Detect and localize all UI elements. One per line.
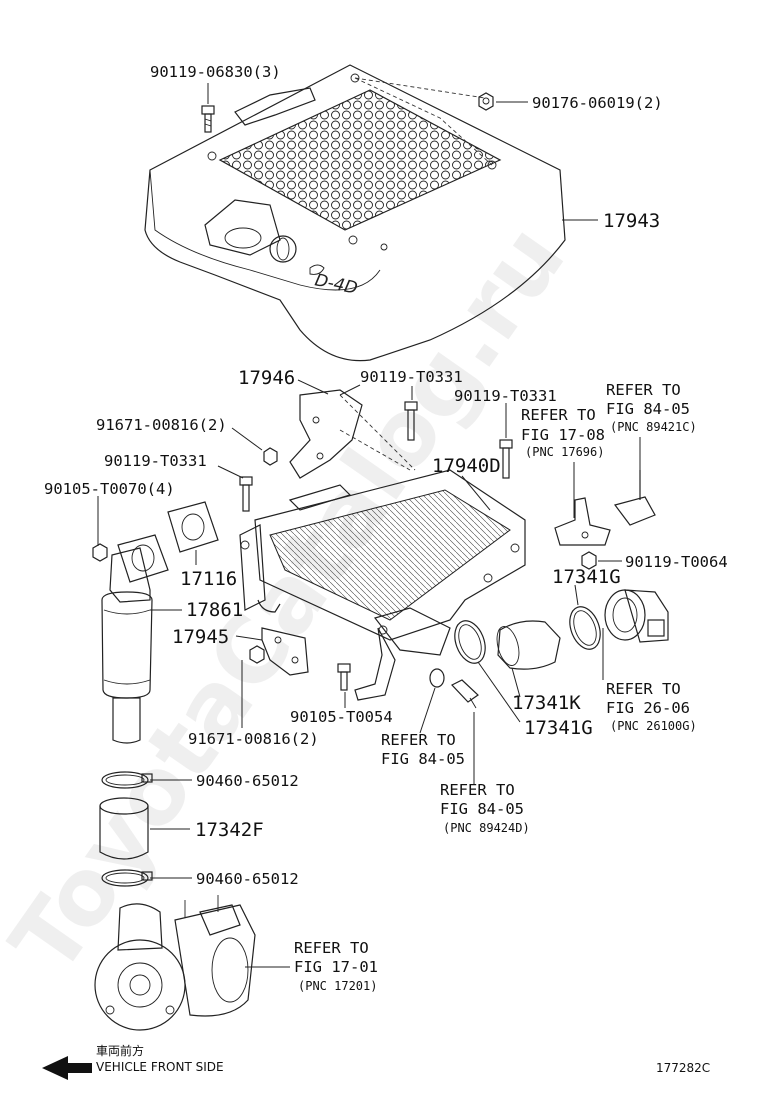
refer-r4: REFER TO FIG 84-05 [381,731,465,768]
refer-r5-line2: FIG 84-05 [440,800,524,818]
throttle-body [604,589,669,643]
diagram-code: 177282C [656,1061,710,1075]
bolt-90105-t0054-icon [337,663,351,691]
nut-90176-06019-icon [478,92,494,111]
label-l03: 17943 [603,210,660,232]
bolt-91671-00816-lower-icon [249,645,265,664]
gasket-17116 [117,501,219,583]
label-l17: 17341K [512,692,581,714]
refer-r3: REFER TO FIG 26-06 (PNC 26100G) [606,680,697,733]
refer-r5: REFER TO FIG 84-05 (PNC 89424D) [440,781,530,835]
refer-r3-line1: REFER TO [606,680,681,698]
refer-r1-line2: FIG 84-05 [606,400,690,418]
label-l22: 90460-65012 [196,870,299,888]
label-l14: 91671-00816(2) [188,730,319,748]
label-l19: 90119-T0064 [625,553,728,571]
label-l16: 17341G [552,566,621,588]
engine-cover: D-4D [144,64,566,362]
label-l02: 90176-06019(2) [532,94,663,112]
leader-lines [97,83,641,968]
refer-r1-pnc: (PNC 89421C) [610,420,697,434]
refer-r4-line1: REFER TO [381,731,456,749]
clamp-17341g-right-icon [569,606,601,650]
label-l06: 90119-T0331 [454,387,557,405]
label-l13: 17945 [172,626,229,648]
refer-r2-line2: FIG 17-08 [521,426,605,444]
label-l04: 17946 [238,367,295,389]
refer-r3-line2: FIG 26-06 [606,699,690,717]
refer-r6: REFER TO FIG 17-01 (PNC 17201) [294,939,378,993]
vehicle-front-english: VEHICLE FRONT SIDE [96,1060,224,1074]
label-l21: 17342F [195,819,264,841]
bolt-90119-t0064-icon [581,551,597,570]
refer-r2: REFER TO FIG 17-08 (PNC 17696) [521,406,605,459]
bracket-17946 [289,389,416,479]
refer-r4-line2: FIG 84-05 [381,750,465,768]
label-l18: 17341G [524,717,593,739]
label-l11: 17116 [180,568,237,590]
hose-17341k [496,620,561,670]
refer-r6-line2: FIG 17-01 [294,958,378,976]
refer-r1: REFER TO FIG 84-05 (PNC 89421C) [606,381,697,434]
svg-text:D-4D: D-4D [313,270,359,299]
bolt-90105-t0070-icon [92,543,108,562]
clamp-90460-65012-lower-icon [101,869,153,887]
front-arrow-icon [42,1056,92,1080]
refer-r6-line1: REFER TO [294,939,369,957]
refer-r5-line1: REFER TO [440,781,515,799]
clamp-90460-65012-upper-icon [101,771,153,789]
sensor-89424d [451,679,479,709]
vehicle-front-japanese: 車両前方 [96,1043,144,1058]
bolt-90119-t0331-a-icon [404,401,418,441]
bracket-17696 [554,497,611,546]
bolt-90119-06830-icon [201,105,215,133]
vehicle-front-note: 車両前方 VEHICLE FRONT SIDE [42,1043,224,1080]
refer-r1-line1: REFER TO [606,381,681,399]
label-l12: 17861 [186,599,243,621]
bolt-91671-00816-upper-icon [263,447,278,466]
bolt-90119-t0331-c-icon [239,476,253,512]
washer-icon [429,668,445,688]
bolt-90119-t0331-b-icon [499,439,513,479]
label-l10: 90105-T0070(4) [44,480,175,498]
hose-17342f [99,797,149,860]
label-l08: 90119-T0331 [104,452,207,470]
pipe-17861 [101,547,153,744]
clamp-17341g-left-icon [454,620,486,664]
label-l01: 90119-06830(3) [150,63,281,81]
label-l09: 17940D [432,455,501,477]
refer-r2-pnc: (PNC 17696) [525,445,604,459]
refer-r6-pnc: (PNC 17201) [298,979,377,993]
sensor-89421c [613,470,656,526]
label-l20: 90460-65012 [196,772,299,790]
label-l07: 91671-00816(2) [96,416,227,434]
intercooler-17940d [239,469,526,701]
label-l05: 90119-T0331 [360,368,463,386]
label-l15: 90105-T0054 [290,708,393,726]
refer-r5-pnc: (PNC 89424D) [443,821,530,835]
refer-r3-pnc: (PNC 26100G) [610,719,697,733]
refer-r2-line1: REFER TO [521,406,596,424]
